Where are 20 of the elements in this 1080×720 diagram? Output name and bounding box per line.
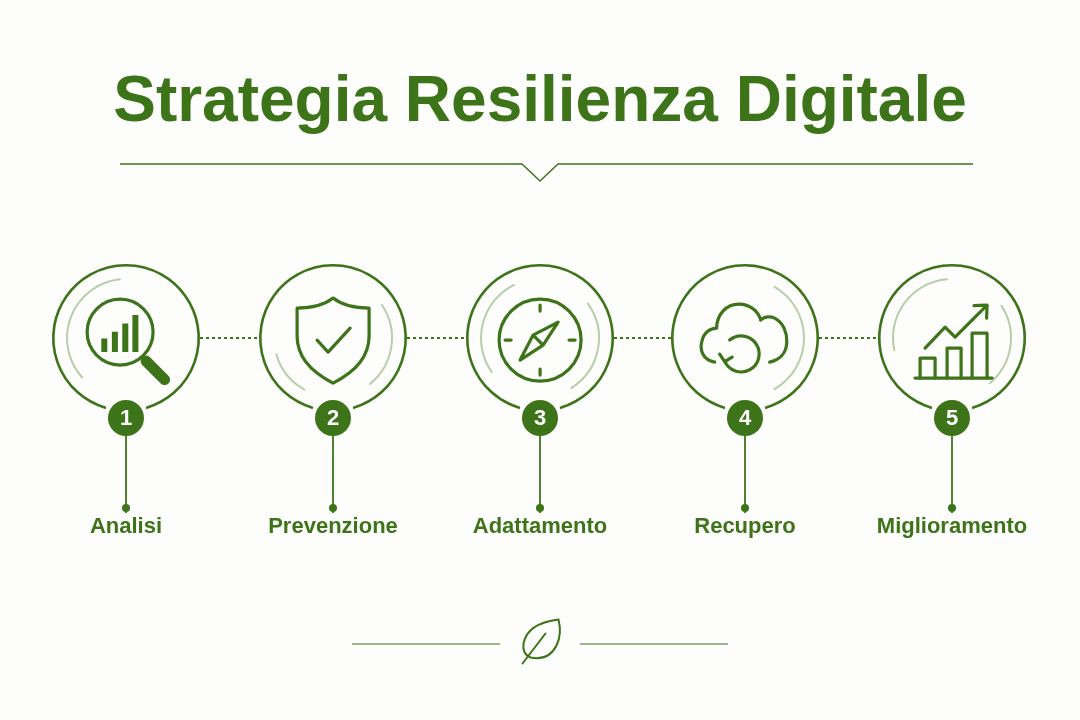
- leader-line: [741, 435, 749, 514]
- step-label: Analisi: [89, 513, 163, 539]
- step-number-badge: 3: [522, 400, 558, 436]
- title: Strategia Resilienza Digitale: [113, 62, 967, 136]
- dotted-connector: [818, 337, 879, 339]
- leader-line: [122, 435, 130, 514]
- step-label: Miglioramento: [876, 513, 1028, 539]
- dotted-connector: [199, 337, 260, 339]
- leader-line: [948, 435, 956, 514]
- leader-line: [329, 435, 337, 514]
- dotted-connector: [406, 337, 467, 339]
- step-number-badge: 2: [315, 400, 351, 436]
- dotted-connector: [613, 337, 672, 339]
- step-label: Adattamento: [472, 513, 608, 539]
- step-number-badge: 4: [727, 400, 763, 436]
- step-number-badge: 1: [108, 400, 144, 436]
- step-number-badge: 5: [934, 400, 970, 436]
- leader-line: [536, 435, 544, 514]
- step-label: Prevenzione: [268, 513, 398, 539]
- step-label: Recupero: [694, 513, 796, 539]
